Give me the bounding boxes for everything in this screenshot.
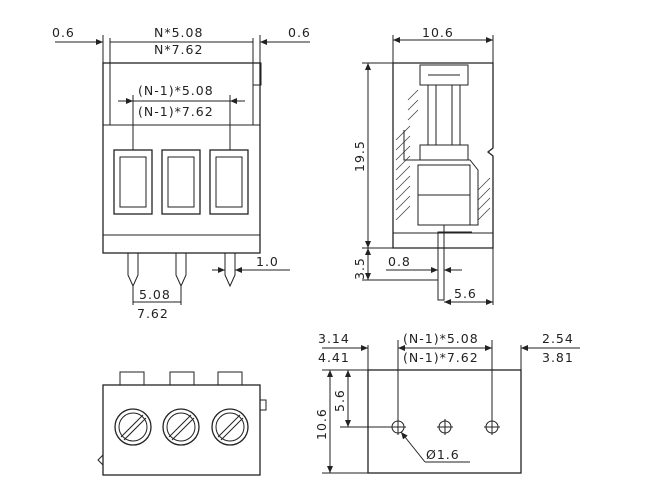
dim-right-margin: 0.6	[288, 25, 311, 40]
fp-dim-right-a: 2.54	[542, 331, 574, 346]
fp-dim-height: 10.6	[314, 408, 329, 440]
fp-dim-hole-offset: 5.6	[332, 389, 347, 412]
dim-pin-thickness: 1.0	[256, 254, 279, 269]
side-dim-width: 10.6	[422, 25, 454, 40]
side-dim-pin-offset: 5.6	[454, 286, 477, 301]
footprint-outline	[367, 369, 522, 474]
front-view: 0.6 0.6 N*5.08 N*7.62 (N-1)*5.08 (N-1)*7…	[52, 25, 311, 321]
fp-dim-right-b: 3.81	[542, 350, 574, 365]
side-dim-pin-length: 3.5	[352, 257, 367, 280]
fp-dim-left-b: 4.41	[318, 350, 350, 365]
dim-pin-pitch-b: 7.62	[137, 306, 169, 321]
fp-dim-center-a: (N-1)*5.08	[403, 331, 479, 346]
screw-heads	[114, 408, 249, 446]
side-dim-height: 19.5	[352, 140, 367, 172]
fp-dim-left-a: 3.14	[318, 331, 350, 346]
front-slots	[113, 149, 249, 215]
front-body	[102, 62, 261, 254]
side-body	[392, 62, 494, 249]
fp-dim-center-b: (N-1)*7.62	[403, 350, 479, 365]
side-dim-pin-width: 0.8	[388, 254, 411, 269]
footprint-view: 3.14 4.41 (N-1)*5.08 (N-1)*7.62 2.54 3.8…	[314, 331, 580, 474]
side-view: 10.6 19.5 3.5 0.8 5.6	[352, 25, 494, 305]
dim-inner-a: (N-1)*5.08	[138, 83, 214, 98]
side-hatching	[395, 89, 491, 221]
dim-inner-b: (N-1)*7.62	[138, 104, 214, 119]
dim-left-margin: 0.6	[52, 25, 75, 40]
top-view	[97, 371, 267, 476]
dim-pitch-b: N*7.62	[154, 42, 203, 57]
fp-dim-hole-diameter: Ø1.6	[426, 447, 460, 462]
dim-pitch-a: N*5.08	[154, 25, 203, 40]
footprint-holes	[390, 419, 500, 435]
dim-pin-pitch-a: 5.08	[139, 287, 171, 302]
